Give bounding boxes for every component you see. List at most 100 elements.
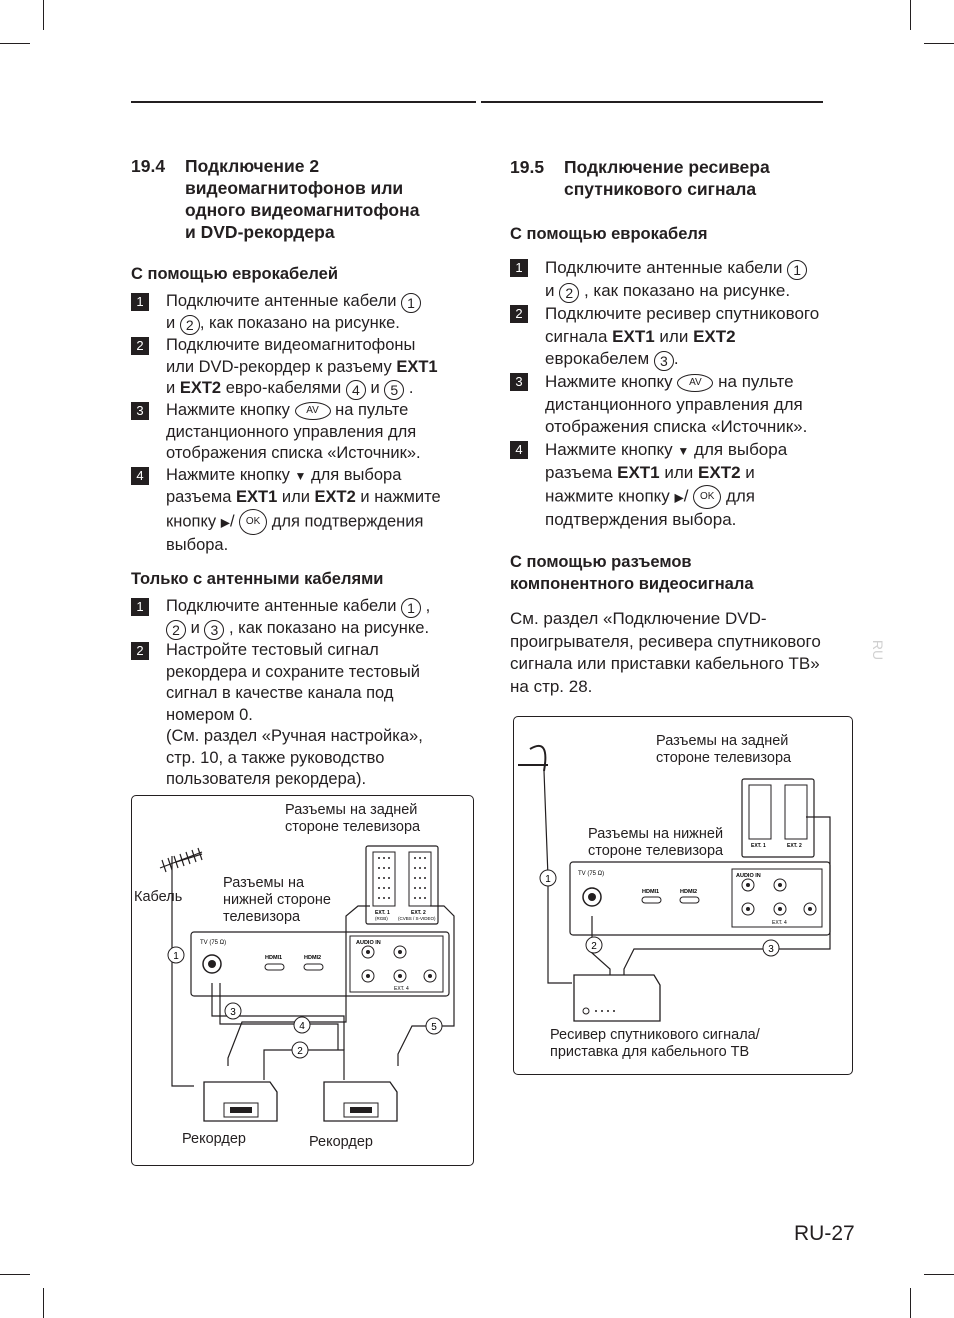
step-3: 3 Нажмите кнопку AV на пульте дистанцион… — [510, 371, 855, 439]
crop-mark — [910, 1288, 911, 1318]
crop-mark — [0, 43, 30, 44]
svg-text:HDMI2: HDMI2 — [680, 889, 697, 895]
cable-number-markers: 1 3 4 5 2 — [167, 946, 443, 1059]
recorder-1-device — [203, 1081, 278, 1122]
connection-drawing: TV (75 Ω) HDMI1 HDMI2 AUDIO IN EXT. 4 EX… — [518, 744, 831, 1022]
hdmi2-port — [303, 963, 324, 971]
right-arrow-icon: ▶ — [674, 489, 684, 504]
steps-antenna: 1 Подключите антенные кабели 1 , 2 и 3 ,… — [131, 596, 471, 791]
hdmi1-port — [264, 963, 285, 971]
section-19-5-heading: 19.5 Подключение ресивера спутникового с… — [510, 156, 855, 200]
ext4-label: EXT. 4 — [394, 986, 409, 992]
step-4: 4 Нажмите кнопку ▼ для выбора разъема EX… — [510, 439, 855, 532]
svg-text:EXT. 4: EXT. 4 — [772, 920, 787, 926]
svg-text:2: 2 — [591, 941, 597, 952]
svg-text:1: 1 — [173, 951, 179, 962]
right-column: 19.5 Подключение ресивера спутникового с… — [510, 156, 855, 698]
ext2-sub-label: (CVBS / S-VIDEO) — [398, 916, 436, 921]
antenna-jack — [202, 954, 222, 974]
svg-text:4: 4 — [299, 1021, 305, 1032]
svg-text:EXT. 2: EXT. 2 — [787, 843, 802, 849]
hdmi1-port — [641, 896, 662, 904]
cable-number-markers: 1 2 3 — [539, 869, 780, 957]
subheading-euro: С помощью еврокабелей — [131, 265, 338, 283]
svg-text:1: 1 — [545, 874, 551, 885]
subheading-antenna: Только с антенными кабелями — [131, 570, 384, 588]
recorder-2-label: Рекордер — [309, 1134, 373, 1150]
satellite-dish-icon — [518, 744, 548, 772]
audio-in-block — [349, 935, 444, 993]
step-2: 2 Подключите видеомагнитофоны или DVD-ре… — [131, 335, 471, 400]
hdmi1-label: HDMI1 — [265, 955, 282, 961]
audio-in-label: AUDIO IN — [356, 940, 381, 946]
tv-input-label: TV (75 Ω) — [200, 940, 226, 946]
crop-mark — [43, 1288, 44, 1318]
ext1-label: EXT. 1 — [375, 910, 390, 916]
av-button-icon: AV — [294, 401, 331, 420]
ext1-sub-label: (RGB) — [375, 916, 388, 921]
tv-bottom-panel — [569, 861, 831, 936]
see-section-text: См. раздел «Подключение DVD- проигрывате… — [510, 609, 821, 696]
hdmi2-port — [679, 896, 700, 904]
ext2-scart — [408, 851, 432, 907]
ok-button-icon: OK — [693, 484, 722, 509]
cables — [543, 770, 831, 984]
step-3: 3 Нажмите кнопку AV на пульте дистанцион… — [131, 400, 471, 465]
section-title: Подключение ресивера спутникового сигнал… — [564, 157, 770, 199]
down-arrow-icon: ▼ — [677, 443, 690, 458]
section-number: 19.5 — [510, 157, 545, 177]
receiver-label: Ресивер спутникового сигнала/приставка д… — [550, 1027, 760, 1060]
svg-text:3: 3 — [768, 944, 774, 955]
step-2: 2 Подключите ресивер спутникового сигнал… — [510, 303, 855, 371]
hdmi2-label: HDMI2 — [304, 955, 321, 961]
antenna-jack — [582, 887, 602, 907]
steps-euro: 1 Подключите антенные кабели 1 и 2, как … — [131, 291, 471, 556]
ext1-scart — [372, 851, 396, 907]
language-tab: RU — [869, 639, 886, 661]
audio-in-block — [731, 868, 823, 928]
recorder-1-label: Рекордер — [182, 1131, 246, 1147]
section-number: 19.4 — [131, 156, 166, 176]
svg-text:EXT. 1: EXT. 1 — [751, 843, 766, 849]
left-column: 19.4 Подключение 2 видеомагнитофонов или… — [131, 155, 471, 791]
svg-text:2: 2 — [297, 1046, 303, 1057]
ext1-scart — [748, 784, 772, 840]
step-1: 1 Подключите антенные кабели 1 и 2, как … — [131, 291, 471, 335]
subheading-euro: С помощью еврокабеля — [510, 225, 708, 243]
steps-euro: 1 Подключите антенные кабели 1 и 2 , как… — [510, 257, 855, 531]
receiver-device — [573, 974, 661, 1022]
ext2-label: EXT. 2 — [411, 910, 426, 916]
down-arrow-icon: ▼ — [294, 468, 307, 483]
svg-text:AUDIO IN: AUDIO IN — [736, 873, 761, 879]
step-2: 2 Настройте тестовый сигнал рекордера и … — [131, 640, 471, 791]
crop-mark — [43, 0, 44, 30]
rear-scart-panel — [741, 778, 815, 858]
right-arrow-icon: ▶ — [220, 514, 230, 529]
svg-text:5: 5 — [431, 1022, 437, 1033]
svg-text:TV (75 Ω): TV (75 Ω) — [578, 871, 604, 877]
section-19-4-heading: 19.4 Подключение 2 видеомагнитофонов или… — [131, 155, 471, 243]
step-4: 4 Нажмите кнопку ▼ для выбора разъема EX… — [131, 465, 471, 557]
rear-scart-panel — [365, 845, 439, 925]
step-1: 1 Подключите антенные кабели 1 , 2 и 3 ,… — [131, 596, 471, 640]
step-1: 1 Подключите антенные кабели 1 и 2 , как… — [510, 257, 855, 303]
page-number: RU-27 — [794, 1222, 855, 1245]
section-title: Подключение 2 видеомагнитофонов или одно… — [185, 156, 420, 242]
ok-button-icon: OK — [239, 508, 268, 535]
crop-mark — [0, 1274, 30, 1275]
tv-bottom-panel — [190, 931, 450, 997]
svg-text:HDMI1: HDMI1 — [642, 889, 659, 895]
av-button-icon: AV — [677, 373, 714, 392]
recorder-2-device — [323, 1081, 398, 1122]
header-rule-left — [131, 101, 476, 103]
crop-mark — [910, 0, 911, 30]
ext2-scart — [784, 784, 808, 840]
antenna-icon — [159, 847, 203, 900]
crop-mark — [924, 43, 954, 44]
crop-mark — [924, 1274, 954, 1275]
